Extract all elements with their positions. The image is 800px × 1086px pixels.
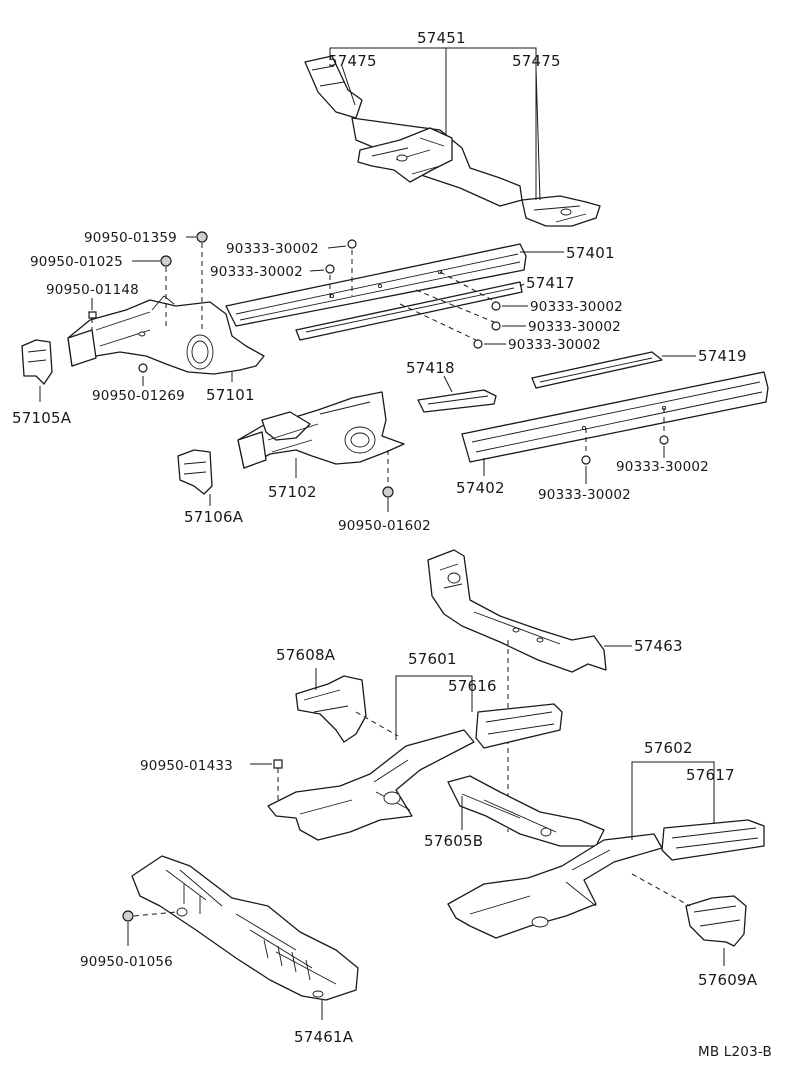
sill-reinforcement-57419[interactable] <box>531 351 663 389</box>
label-57602: 57602 <box>644 739 693 757</box>
bracket-57608A[interactable] <box>295 675 367 743</box>
label-57463: 57463 <box>634 637 683 655</box>
front-side-member-57102[interactable] <box>237 391 405 469</box>
sill-reinforcement-57418[interactable] <box>417 389 497 413</box>
clip-90333-c[interactable] <box>491 301 501 311</box>
nut-90950-01359[interactable] <box>196 231 208 243</box>
label-57418: 57418 <box>406 359 455 377</box>
clip-90333-a[interactable] <box>347 239 357 249</box>
nut-90950-01269[interactable] <box>138 363 148 373</box>
label-57419: 57419 <box>698 347 747 365</box>
label-57616: 57616 <box>448 677 497 695</box>
label-90333-30002-a: 90333-30002 <box>226 241 319 257</box>
rail-extension-57617[interactable] <box>661 819 765 861</box>
bracket-57609A[interactable] <box>685 895 747 947</box>
label-57617: 57617 <box>686 766 735 784</box>
label-57417: 57417 <box>526 274 575 292</box>
clip-90333-f[interactable] <box>581 455 591 465</box>
label-90333-30002-f: 90333-30002 <box>538 487 631 503</box>
label-57601: 57601 <box>408 650 457 668</box>
label-57605B: 57605B <box>424 832 483 850</box>
label-90333-30002-b: 90333-30002 <box>210 264 303 280</box>
clip-90333-d[interactable] <box>491 321 501 331</box>
label-57475-right: 57475 <box>512 52 561 70</box>
label-57451: 57451 <box>417 29 466 47</box>
front-side-member-57101[interactable] <box>67 295 265 375</box>
label-57608A: 57608A <box>276 646 336 664</box>
clip-90333-e[interactable] <box>473 339 483 349</box>
label-90333-30002-d: 90333-30002 <box>528 319 621 335</box>
crossmember-assembly-57451[interactable] <box>304 55 601 227</box>
label-90950-01025: 90950-01025 <box>30 254 123 270</box>
rocker-panel-57402[interactable] <box>461 371 769 463</box>
label-90333-30002-e: 90333-30002 <box>508 337 601 353</box>
label-57106A: 57106A <box>184 508 244 526</box>
nut-90950-01056[interactable] <box>122 910 134 922</box>
label-90950-01056: 90950-01056 <box>80 954 173 970</box>
label-90950-01148: 90950-01148 <box>46 282 139 298</box>
rail-extension-57616[interactable] <box>475 703 563 749</box>
label-57102: 57102 <box>268 483 317 501</box>
sill-reinforcement-57417[interactable] <box>295 281 523 341</box>
bolt-90950-01433[interactable] <box>273 759 283 769</box>
rear-side-member-57601[interactable] <box>267 729 475 841</box>
label-57461A: 57461A <box>294 1028 354 1046</box>
crossmember-57605B[interactable] <box>447 775 605 847</box>
label-90950-01269: 90950-01269 <box>92 388 185 404</box>
label-90333-30002-c: 90333-30002 <box>530 299 623 315</box>
rear-side-member-57602[interactable] <box>447 833 663 939</box>
label-57475-left: 57475 <box>328 52 377 70</box>
floor-pan-57461A[interactable] <box>131 855 359 1001</box>
label-90950-01433: 90950-01433 <box>140 758 233 774</box>
bolt-90950-01148[interactable] <box>88 311 97 319</box>
rocker-panel-57401[interactable] <box>225 243 527 327</box>
label-90333-30002-g: 90333-30002 <box>616 459 709 475</box>
label-57401: 57401 <box>566 244 615 262</box>
bracket-57106A[interactable] <box>177 449 213 495</box>
label-57105A: 57105A <box>12 409 72 427</box>
clip-90333-g[interactable] <box>659 435 669 445</box>
label-57609A: 57609A <box>698 971 758 989</box>
label-90950-01359: 90950-01359 <box>84 230 177 246</box>
label-57402: 57402 <box>456 479 505 497</box>
bracket-57105A[interactable] <box>21 339 53 385</box>
label-57101: 57101 <box>206 386 255 404</box>
label-90950-01602: 90950-01602 <box>338 518 431 534</box>
diagram-ref-code: MB L203-B <box>698 1044 772 1060</box>
nut-90950-01025[interactable] <box>160 255 172 267</box>
crossmember-57463[interactable] <box>427 549 607 673</box>
clip-90333-b[interactable] <box>325 264 335 274</box>
nut-90950-01602[interactable] <box>382 486 394 498</box>
